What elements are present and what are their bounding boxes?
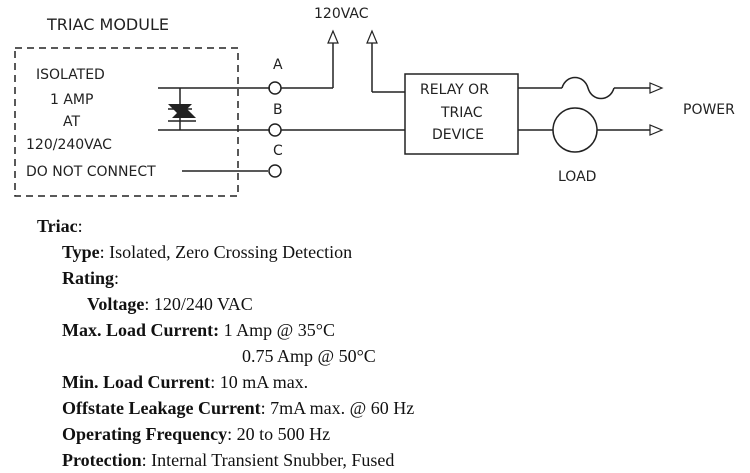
supply-arrow-2 <box>366 29 378 44</box>
load-label: LOAD <box>558 169 596 185</box>
power-arrow-2 <box>649 124 664 136</box>
terminal-a <box>268 81 282 95</box>
max-load-row: Max. Load Current: 1 Amp @ 35°C <box>37 317 414 343</box>
terminal-b <box>268 123 282 137</box>
load-symbol <box>552 107 598 153</box>
module-line-voltage: 120/240VAC <box>26 137 112 153</box>
power-label: POWER <box>683 102 735 118</box>
protection-row: Protection: Internal Transient Snubber, … <box>37 447 414 473</box>
voltage-row: Voltage: 120/240 VAC <box>37 291 414 317</box>
relay-line-1: RELAY OR <box>420 82 489 98</box>
triac-specs: Triac: Type: Isolated, Zero Crossing Det… <box>37 213 414 473</box>
specs-heading-row: Triac: <box>37 213 414 239</box>
supply-label: 120VAC <box>314 6 369 22</box>
offstate-row: Offstate Leakage Current: 7mA max. @ 60 … <box>37 395 414 421</box>
relay-line-3: DEVICE <box>432 127 484 143</box>
rating-suffix: : <box>114 268 120 288</box>
voltage-value: : 120/240 VAC <box>144 294 253 314</box>
module-box <box>14 47 239 197</box>
protection-value: : Internal Transient Snubber, Fused <box>141 450 395 470</box>
specs-heading: Triac <box>37 216 78 236</box>
module-line-amp: 1 AMP <box>50 92 93 108</box>
max-load-value-1: 1 Amp @ 35°C <box>219 320 335 340</box>
fuse-symbol <box>561 76 615 100</box>
terminal-a-label: A <box>273 57 283 73</box>
min-load-value: : 10 mA max. <box>210 372 309 392</box>
min-load-label: Min. Load Current <box>62 372 211 392</box>
triac-symbol <box>158 87 270 131</box>
module-line-isolated: ISOLATED <box>36 67 105 83</box>
max-load-value-2: 0.75 Amp @ 50°C <box>242 346 376 366</box>
protection-label: Protection <box>62 450 142 470</box>
frequency-row: Operating Frequency: 20 to 500 Hz <box>37 421 414 447</box>
supply-arrow-1 <box>327 29 339 44</box>
module-title: TRIAC MODULE <box>46 15 169 34</box>
wiring-diagram: TRIAC MODULE ISOLATED 1 AMP AT 120/240VA… <box>14 6 735 197</box>
do-not-connect-label: DO NOT CONNECT <box>26 164 156 180</box>
offstate-value: : 7mA max. @ 60 Hz <box>260 398 415 418</box>
type-label: Type <box>62 242 100 262</box>
frequency-value: : 20 to 500 Hz <box>227 424 331 444</box>
max-load-row-2: 0.75 Amp @ 50°C <box>37 343 414 369</box>
relay-line-2: TRIAC <box>440 105 483 121</box>
rating-label: Rating <box>62 268 115 288</box>
terminal-c-label: C <box>273 143 283 159</box>
terminal-b-label: B <box>273 102 283 118</box>
voltage-label: Voltage <box>87 294 145 314</box>
max-load-label: Max. Load Current: <box>62 320 220 340</box>
type-row: Type: Isolated, Zero Crossing Detection <box>37 239 414 265</box>
offstate-label: Offstate Leakage Current <box>62 398 261 418</box>
frequency-label: Operating Frequency <box>62 424 228 444</box>
relay-box <box>404 73 519 155</box>
terminal-c <box>268 164 282 178</box>
rating-row: Rating: <box>37 265 414 291</box>
type-value: : Isolated, Zero Crossing Detection <box>99 242 353 262</box>
specs-heading-suffix: : <box>77 216 83 236</box>
power-arrow-1 <box>649 82 664 94</box>
module-line-at: AT <box>63 114 80 130</box>
min-load-row: Min. Load Current: 10 mA max. <box>37 369 414 395</box>
